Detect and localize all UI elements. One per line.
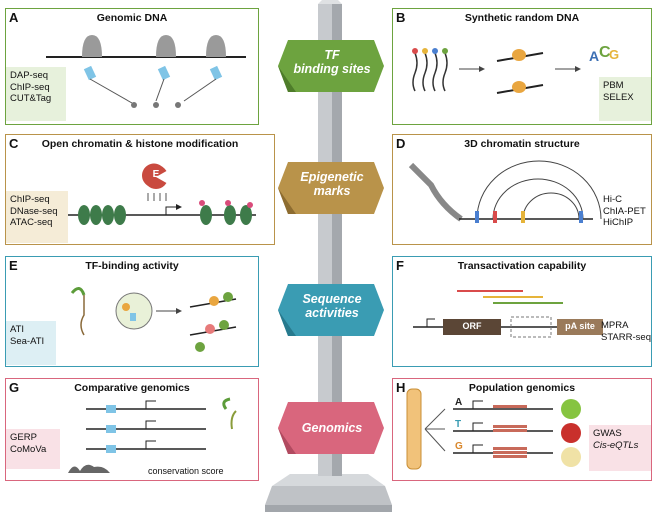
genomic-dna-illustration bbox=[46, 35, 246, 108]
method-label: ChIP-seq bbox=[10, 81, 50, 93]
svg-text:G: G bbox=[609, 47, 619, 62]
tag-shape bbox=[278, 162, 384, 214]
tag-label-4: Genomics bbox=[301, 421, 363, 435]
panel-title: Open chromatin & histone modification bbox=[41, 138, 239, 150]
method-label: DAP-seq bbox=[10, 70, 49, 81]
method-label: Hi-C bbox=[603, 194, 622, 205]
method-list: ChIP-seq DNase-seq ATAC-seq bbox=[6, 191, 68, 243]
method-label: PBM bbox=[603, 80, 624, 91]
panel-a: A Genomic DNA DAP-seq ChIP-seq CUT&Tag bbox=[5, 8, 259, 125]
svg-text:C: C bbox=[599, 44, 611, 61]
panel-title: Population genomics bbox=[468, 382, 576, 394]
panel-title: Synthetic random DNA bbox=[464, 12, 580, 24]
method-label: Sea-ATI bbox=[10, 335, 45, 347]
comparative-genomics-illustration bbox=[68, 397, 237, 473]
method-list: PBM SELEX bbox=[599, 77, 651, 121]
panel-g: G Comparative genomics conservation scor… bbox=[5, 378, 259, 481]
panel-letter: F bbox=[396, 258, 404, 273]
allele-label: G bbox=[455, 441, 463, 452]
method-label: ChIP-seq bbox=[10, 194, 50, 205]
tf-binding-activity-illustration bbox=[70, 287, 237, 352]
method-label: HiChIP bbox=[603, 217, 634, 228]
pa-site-label: pA site bbox=[565, 321, 595, 331]
panel-letter: A bbox=[9, 10, 19, 25]
method-label: Cis-eQTLs bbox=[593, 439, 639, 451]
panel-letter: G bbox=[9, 380, 20, 395]
conservation-score-label: conservation score bbox=[148, 466, 224, 476]
method-label: CoMoVa bbox=[10, 443, 47, 455]
population-genomics-illustration bbox=[406, 388, 581, 470]
panel-c: C Open chromatin & histone modification … bbox=[5, 134, 275, 245]
panel-title: 3D chromatin structure bbox=[464, 138, 580, 150]
method-label: ChIA-PET bbox=[603, 205, 646, 217]
tag-shape bbox=[278, 402, 384, 454]
method-list: GERP CoMoVa bbox=[6, 429, 60, 469]
panel-h: H Population genomics A T G GWAS Cis-eQT… bbox=[392, 378, 652, 481]
orf-label: ORF bbox=[462, 321, 482, 331]
method-list: MPRA STARR-seq bbox=[597, 317, 651, 361]
chromatin-illustration bbox=[66, 163, 256, 225]
panel-letter: B bbox=[396, 10, 406, 25]
method-label: STARR-seq bbox=[601, 331, 651, 343]
tag-shape bbox=[278, 284, 384, 336]
method-label: ATI bbox=[10, 324, 25, 335]
allele-label: T bbox=[455, 419, 462, 430]
method-label: DNase-seq bbox=[10, 205, 58, 217]
enzyme-label: E bbox=[152, 169, 160, 180]
svg-text:A: A bbox=[589, 48, 599, 64]
panel-letter: E bbox=[9, 258, 18, 273]
panel-letter: C bbox=[9, 136, 19, 151]
method-label: ATAC-seq bbox=[10, 217, 53, 228]
method-label: CUT&Tag bbox=[10, 93, 52, 104]
method-list: ATI Sea-ATI bbox=[6, 321, 56, 365]
method-label: GWAS bbox=[593, 428, 622, 439]
panel-e: E TF-binding activity ATI Sea-ATI bbox=[5, 256, 259, 367]
method-label: MPRA bbox=[601, 320, 629, 331]
panel-title: Comparative genomics bbox=[74, 382, 190, 394]
transactivation-illustration bbox=[413, 290, 603, 338]
panel-b: B Synthetic random DNA A C G PBM SELEX bbox=[392, 8, 652, 125]
method-label: GERP bbox=[10, 432, 37, 443]
panel-letter: D bbox=[396, 136, 406, 151]
method-list: DAP-seq ChIP-seq CUT&Tag bbox=[6, 67, 66, 121]
panel-d: D 3D chromatin structure Hi-C ChIA-PET H… bbox=[392, 134, 652, 245]
panel-title: Transactivation capability bbox=[457, 260, 587, 272]
3d-chromatin-illustration bbox=[408, 160, 602, 223]
synthetic-dna-illustration: A C G bbox=[412, 44, 619, 94]
panel-f: F Transactivation capability ORF pA site… bbox=[392, 256, 652, 367]
tag-shape bbox=[278, 40, 384, 92]
method-label: SELEX bbox=[603, 91, 634, 103]
panel-title: TF-binding activity bbox=[85, 260, 179, 272]
method-list: Hi-C ChIA-PET HiChIP bbox=[599, 191, 651, 243]
method-list: GWAS Cis-eQTLs bbox=[589, 425, 651, 471]
allele-label: A bbox=[455, 397, 463, 408]
panel-letter: H bbox=[396, 380, 406, 395]
panel-title: Genomic DNA bbox=[96, 12, 168, 24]
